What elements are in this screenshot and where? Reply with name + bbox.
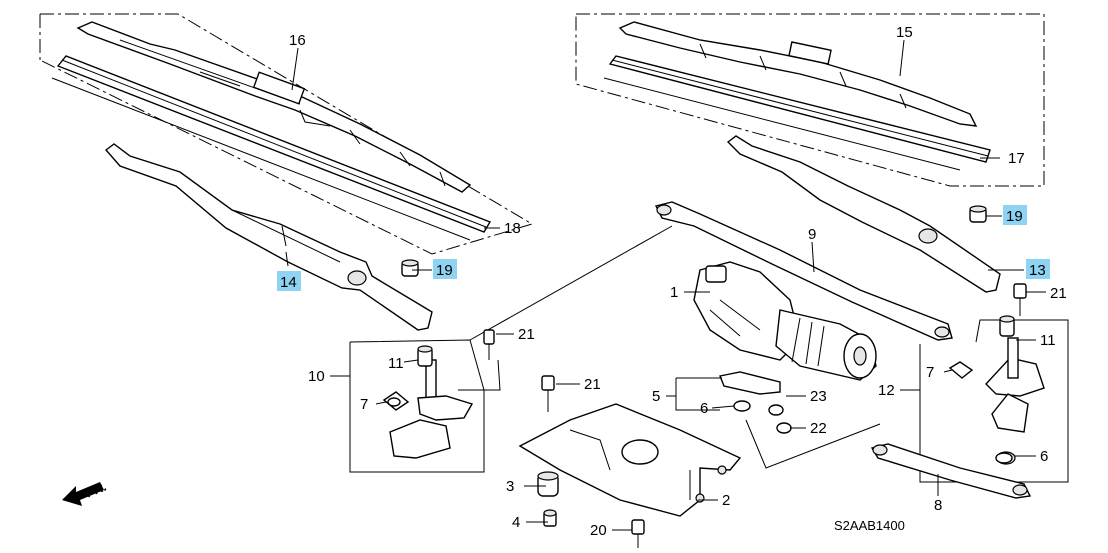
right-pivot-group <box>919 283 1069 483</box>
callout-10: 10 <box>308 368 325 385</box>
callout-1: 1 <box>670 284 678 301</box>
callout-21-right: 21 <box>1050 285 1067 302</box>
left-blade-group <box>39 13 534 255</box>
callout-11-left: 11 <box>388 355 404 372</box>
left-pivot-group <box>349 225 673 473</box>
highlight-19-left <box>433 259 457 279</box>
callout-18: 18 <box>504 220 521 237</box>
highlight-14 <box>277 271 301 291</box>
callout-9: 9 <box>808 226 816 243</box>
motor-bracket <box>518 403 742 517</box>
callout-7-left: 7 <box>360 396 368 413</box>
callout-labels: 16 15 17 18 14 19 19 13 9 1 21 21 11 10 … <box>84 24 1067 539</box>
callout-2: 2 <box>722 492 730 509</box>
callout-23: 23 <box>810 388 827 405</box>
callout-20: 20 <box>590 522 607 539</box>
callout-6-right: 6 <box>1040 448 1048 465</box>
right-blade-group <box>575 13 1045 187</box>
wiper-motor <box>693 261 877 381</box>
highlight-boxes <box>277 205 1050 291</box>
callout-6-center: 6 <box>700 400 708 417</box>
callout-22: 22 <box>810 420 827 437</box>
callout-11-right: 11 <box>1040 332 1056 349</box>
callout-14: 14 <box>280 274 297 291</box>
left-wiper-arm <box>104 143 433 331</box>
callout-15: 15 <box>896 24 913 41</box>
highlight-19-right <box>1003 205 1027 225</box>
callout-7-right: 7 <box>926 364 934 381</box>
callout-21-left: 21 <box>518 326 535 343</box>
callout-16: 16 <box>289 32 306 49</box>
callout-12: 12 <box>878 382 895 399</box>
small-hardware <box>387 371 1013 548</box>
leader-lines <box>285 39 1046 531</box>
highlight-13 <box>1026 259 1050 279</box>
callout-17: 17 <box>1008 150 1025 167</box>
callout-8: 8 <box>934 497 942 514</box>
callout-4: 4 <box>512 514 520 531</box>
wiper-link-9 <box>654 201 953 341</box>
callout-19-left: 19 <box>436 262 453 279</box>
wiper-link-8 <box>745 419 1032 499</box>
right-wiper-arm <box>726 135 1001 293</box>
callout-5: 5 <box>652 388 660 405</box>
callout-19-right: 19 <box>1006 208 1023 225</box>
front-direction-label: FR. <box>84 478 109 500</box>
callout-21-center: 21 <box>584 376 601 393</box>
front-direction-arrow <box>62 482 104 506</box>
diagram-code: S2AAB1400 <box>834 518 905 533</box>
callout-3: 3 <box>506 478 514 495</box>
callout-13: 13 <box>1029 262 1046 279</box>
